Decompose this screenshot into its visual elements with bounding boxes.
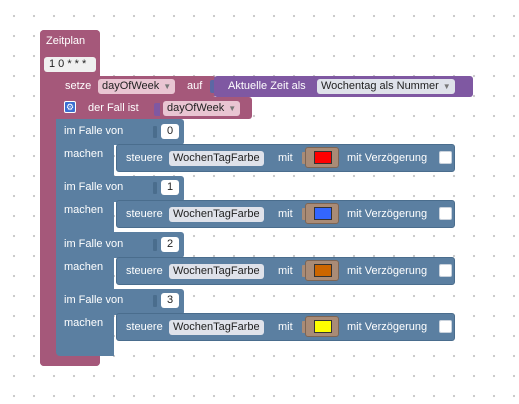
control-with-label: mit [278,265,293,277]
color-input-notch [302,321,306,333]
case-value-notch [153,126,157,138]
switch-label: der Fall ist [88,102,139,114]
case-value-field[interactable]: 1 [161,180,179,195]
case-label: im Falle von [64,181,124,193]
do-label: machen [64,317,104,329]
case-value-notch [153,295,157,307]
schedule-title: Zeitplan [46,35,86,47]
do-label: machen [64,261,104,273]
to-label: auf [187,80,203,92]
control-with-label: mit [278,321,293,333]
color-swatch-red [314,151,332,164]
control-block[interactable] [116,144,455,172]
case-value-field[interactable]: 3 [161,293,179,308]
chevron-down-icon: ▼ [228,104,237,113]
control-action-label: steuere [126,208,163,220]
control-action-label: steuere [126,265,163,277]
switch-variable-dropdown[interactable]: dayOfWeek▼ [163,101,241,116]
control-action-label: steuere [126,321,163,333]
color-input-notch [302,152,306,164]
control-target-field[interactable]: WochenTagFarbe [169,264,264,279]
set-variable-dropdown[interactable]: dayOfWeek▼ [98,79,176,94]
color-picker[interactable] [305,147,339,168]
gear-icon[interactable]: ⚙ [64,101,76,113]
delay-checkbox[interactable] [439,151,452,164]
delay-label: mit Verzögerung [347,265,428,277]
chevron-down-icon: ▼ [442,82,451,91]
control-target-field[interactable]: WochenTagFarbe [169,320,264,335]
do-label: machen [64,148,104,160]
switch-input-notch [154,103,160,116]
delay-checkbox[interactable] [439,264,452,277]
delay-label: mit Verzögerung [347,208,428,220]
set-input-notch [210,80,216,93]
color-swatch-orange [314,264,332,277]
time-format-dropdown[interactable]: Wochentag als Nummer▼ [317,79,455,94]
color-swatch-yellow [314,320,332,333]
control-target-field[interactable]: WochenTagFarbe [169,207,264,222]
color-picker[interactable] [305,260,339,281]
schedule-cron-field[interactable]: 1 0 * * * [44,57,96,72]
switch-variable-name: dayOfWeek [167,102,225,114]
switch-block-header-left[interactable] [56,97,66,119]
control-with-label: mit [278,152,293,164]
case-value-notch [153,182,157,194]
case-label: im Falle von [64,238,124,250]
do-label: machen [64,204,104,216]
color-picker[interactable] [305,316,339,337]
delay-checkbox[interactable] [439,207,452,220]
delay-checkbox[interactable] [439,320,452,333]
control-block[interactable] [116,257,455,285]
set-label: setze [65,80,92,92]
control-target-field[interactable]: WochenTagFarbe [169,151,264,166]
delay-label: mit Verzögerung [347,152,428,164]
control-with-label: mit [278,208,293,220]
case-label: im Falle von [64,294,124,306]
color-input-notch [302,265,306,277]
color-swatch-blue [314,207,332,220]
switch-block-bottom[interactable] [56,341,114,354]
chevron-down-icon: ▼ [163,82,172,91]
case-label: im Falle von [64,125,124,137]
case-value-field[interactable]: 0 [161,124,179,139]
color-input-notch [302,208,306,220]
current-time-label: Aktuelle Zeit als [228,80,306,92]
case-value-field[interactable]: 2 [161,237,179,252]
case-value-notch [153,239,157,251]
color-picker[interactable] [305,203,339,224]
set-variable-name: dayOfWeek [102,80,160,92]
delay-label: mit Verzögerung [347,321,428,333]
control-action-label: steuere [126,152,163,164]
time-format-value: Wochentag als Nummer [321,80,439,92]
